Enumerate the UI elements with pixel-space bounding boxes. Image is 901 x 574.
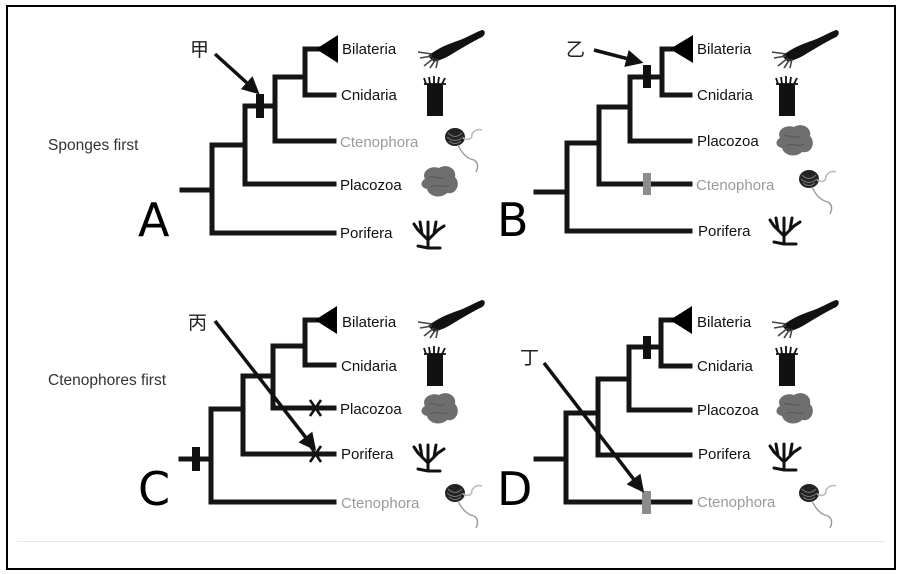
porifera-branch (595, 376, 693, 458)
arrow-bing (213, 319, 317, 451)
taxon-label: Porifera (341, 446, 394, 463)
placozoan-blob-icon (421, 392, 459, 424)
taxon-label: Bilateria (342, 41, 397, 58)
sea-anemone-silhouette-icon (775, 345, 799, 387)
placozoa-branch (270, 343, 337, 411)
figure-frame (6, 5, 896, 570)
taxon-label: Bilateria (697, 41, 752, 58)
taxon-label: Placozoa (340, 177, 402, 194)
cnidaria-branch (302, 46, 337, 98)
taxon-label: Ctenophora (340, 134, 419, 151)
taxon-label: Placozoa (340, 401, 402, 418)
taxon-label: Cnidaria (341, 87, 398, 104)
marker-label-yi: 乙 (566, 39, 585, 61)
bottom-divider (17, 541, 885, 542)
black-bar-marker (643, 65, 651, 88)
ctenophora-branch (272, 74, 337, 144)
tree-d (533, 306, 693, 514)
taxon-label: Cnidaria (341, 358, 398, 375)
porifera-branch (564, 140, 693, 234)
placozoa-branch (627, 74, 693, 144)
hypothesis-label-sponges-first: Sponges first (48, 137, 139, 154)
bilateria-clade-triangle (316, 35, 338, 63)
tree-b (533, 35, 693, 234)
panel-d: D 丁 Bilateria Cnidaria Placozoa Porifera… (497, 299, 840, 529)
taxon-label: Bilateria (697, 314, 752, 331)
taxon-label: Placozoa (697, 133, 759, 150)
arrow-yi (593, 48, 644, 67)
black-bar-marker (256, 94, 264, 118)
porifera-branch (209, 142, 337, 236)
arrow-ding (542, 361, 645, 493)
branching-sponge-icon (412, 220, 446, 250)
arrow-jia (213, 52, 260, 95)
panel-letter-b: B (497, 193, 529, 247)
grey-bar-marker (643, 173, 651, 195)
ctenophora-branch (208, 406, 337, 505)
comb-jelly-icon (444, 127, 483, 173)
sea-anemone-silhouette-icon (775, 75, 799, 117)
sea-anemone-silhouette-icon (423, 345, 447, 387)
panel-letter-a: A (138, 193, 170, 247)
taxon-label: Porifera (698, 446, 751, 463)
branching-sponge-icon (412, 443, 446, 473)
squid-silhouette-icon (417, 299, 486, 339)
comb-jelly-icon (444, 483, 483, 529)
taxon-label: Ctenophora (697, 494, 776, 511)
panel-letter-c: C (138, 462, 170, 516)
comb-jelly-icon (798, 483, 837, 529)
cnidaria-branch (302, 317, 337, 368)
placozoan-blob-icon (776, 124, 814, 156)
bilateria-clade-triangle (315, 306, 337, 334)
taxon-label: Cnidaria (697, 87, 754, 104)
placozoa-branch (626, 344, 693, 413)
bilateria-clade-triangle (670, 306, 692, 334)
panel-c: C 丙 Bilateria Cnidaria Placozoa Porifera (138, 299, 486, 529)
sea-anemone-silhouette-icon (423, 75, 447, 117)
taxon-label: Cnidaria (697, 358, 754, 375)
taxon-label: Ctenophora (341, 495, 420, 512)
grey-bar-marker (642, 491, 651, 514)
bilateria-clade-triangle (670, 35, 693, 63)
marker-label-bing: 丙 (188, 312, 207, 334)
taxon-label: Bilateria (342, 314, 397, 331)
hypothesis-label-ctenophores-first: Ctenophores first (48, 372, 167, 389)
cnidaria-branch (659, 46, 693, 98)
tree-c (178, 306, 337, 505)
branching-sponge-icon (768, 216, 802, 246)
placozoa-branch (242, 103, 337, 187)
taxon-label: Porifera (340, 225, 393, 242)
placozoan-blob-icon (421, 165, 459, 197)
black-bar-marker (192, 447, 200, 471)
cnidaria-branch (658, 317, 693, 369)
loss-x-marker (308, 399, 323, 417)
branching-sponge-icon (768, 442, 802, 472)
marker-label-jia: 甲 (190, 39, 209, 61)
tree-a (179, 35, 338, 236)
panel-a: A 甲 Bilateria Cnidaria Ctenophora Placoz… (138, 29, 486, 250)
comb-jelly-icon (798, 169, 837, 215)
black-bar-marker (643, 336, 651, 359)
taxon-label: Ctenophora (696, 177, 775, 194)
squid-silhouette-icon (417, 29, 486, 69)
taxon-label: Porifera (698, 223, 751, 240)
taxon-label: Placozoa (697, 402, 759, 419)
panel-letter-d: D (497, 462, 532, 516)
porifera-branch (240, 373, 337, 457)
marker-label-ding: 丁 (520, 347, 539, 369)
squid-silhouette-icon (771, 29, 840, 69)
panel-b: B 乙 Bilateria Cnidaria Placozoa Ctenopho… (497, 29, 840, 247)
placozoan-blob-icon (776, 392, 814, 424)
squid-silhouette-icon (771, 299, 840, 339)
ctenophora-branch (596, 104, 693, 187)
